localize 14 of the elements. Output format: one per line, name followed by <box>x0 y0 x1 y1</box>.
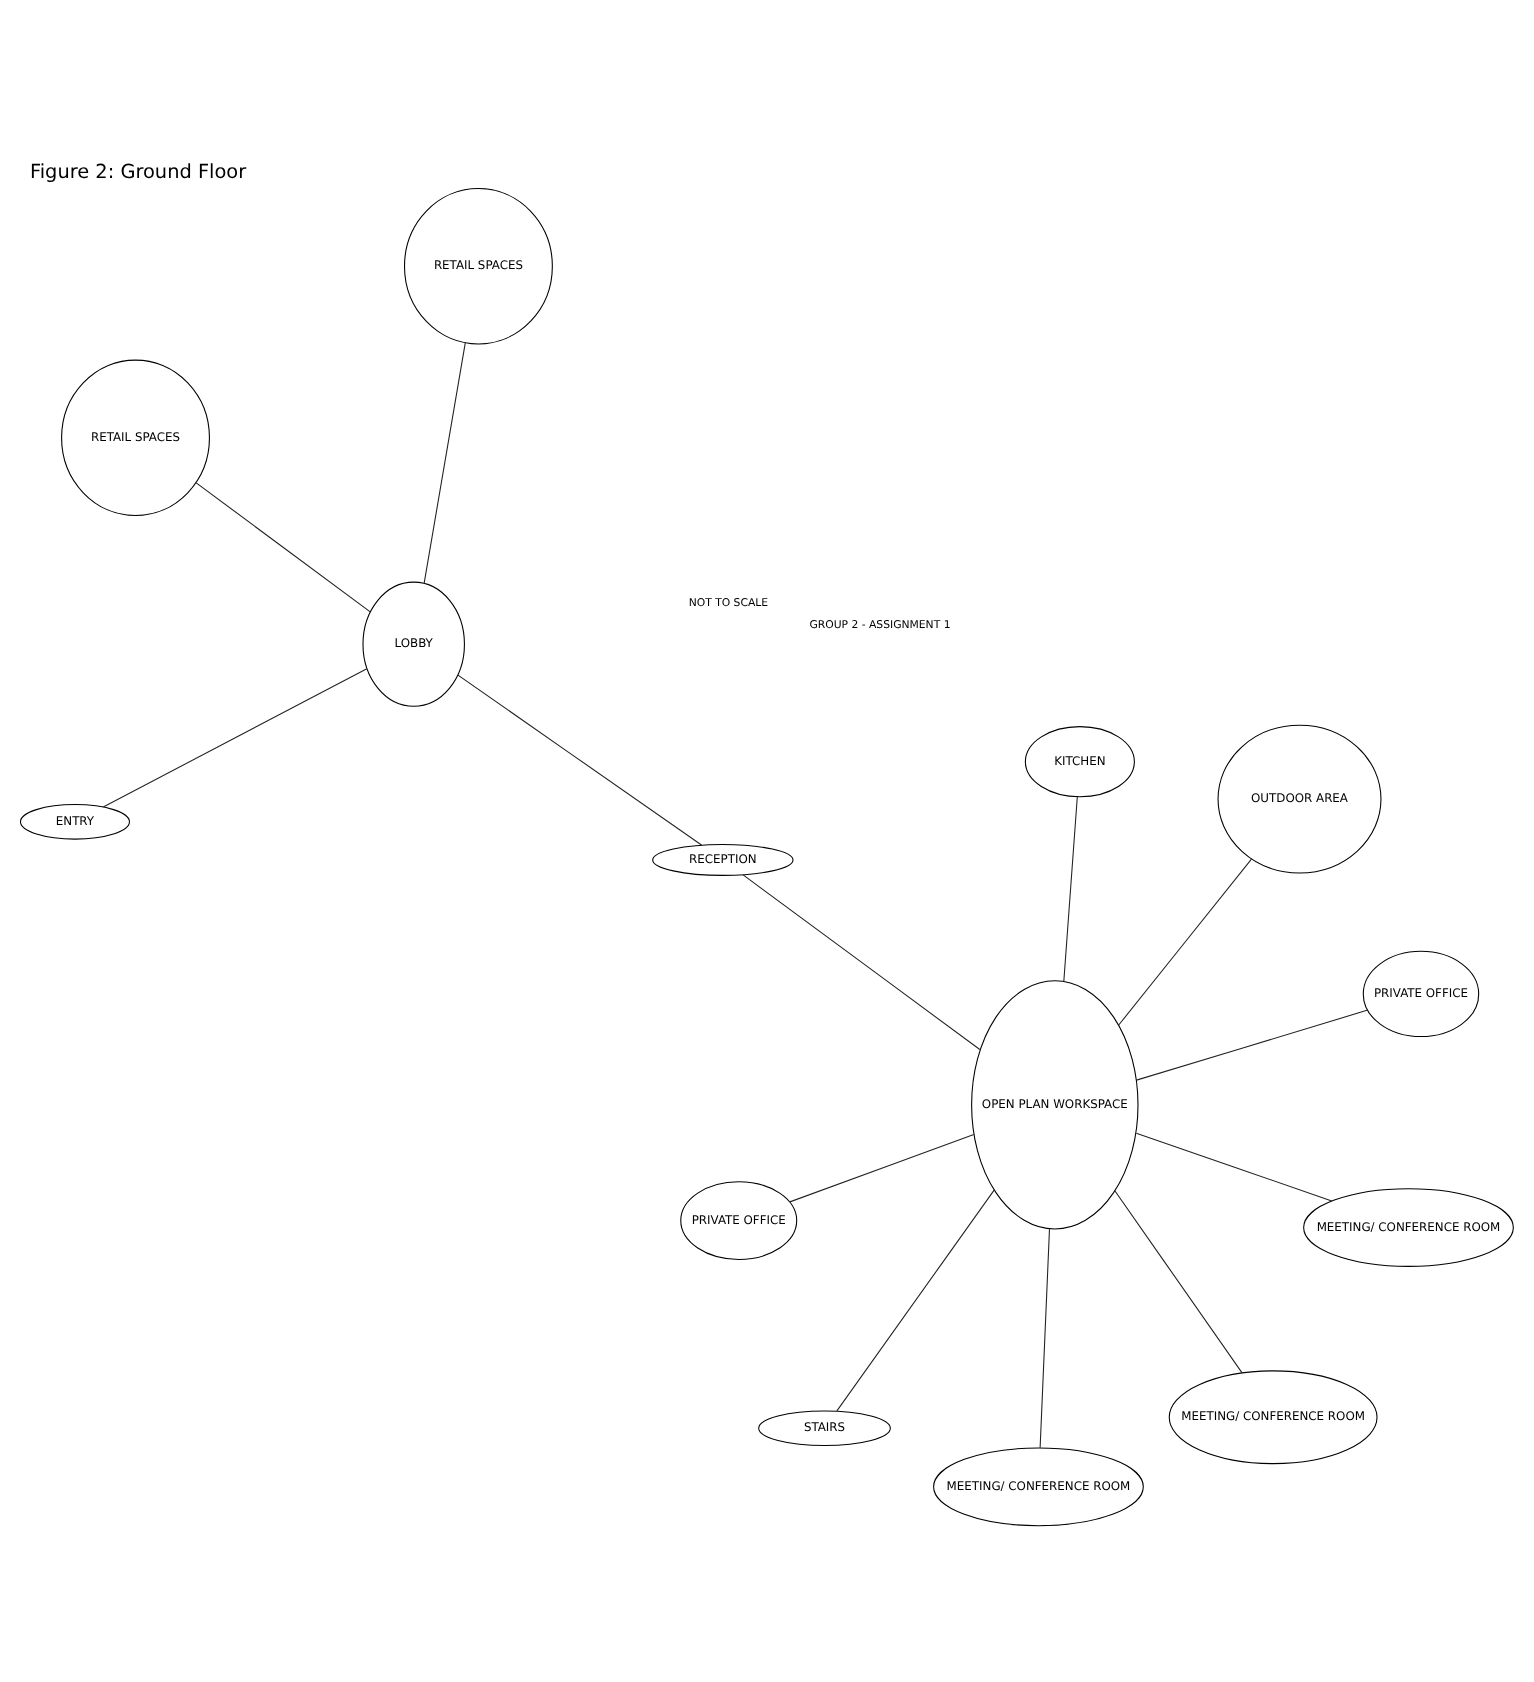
connector <box>1118 857 1252 1025</box>
connector <box>742 873 981 1050</box>
connector <box>1135 1131 1333 1201</box>
connector <box>102 667 368 807</box>
connector <box>457 673 703 845</box>
connector <box>836 1188 995 1411</box>
connector <box>1136 1008 1369 1080</box>
connector <box>1039 1227 1051 1448</box>
connector <box>1114 1189 1243 1373</box>
connector <box>195 481 371 612</box>
diagram-title: Figure 2: Ground Floor <box>29 161 247 184</box>
connector <box>1063 795 1078 981</box>
connector <box>789 1133 975 1202</box>
connector <box>423 341 466 583</box>
